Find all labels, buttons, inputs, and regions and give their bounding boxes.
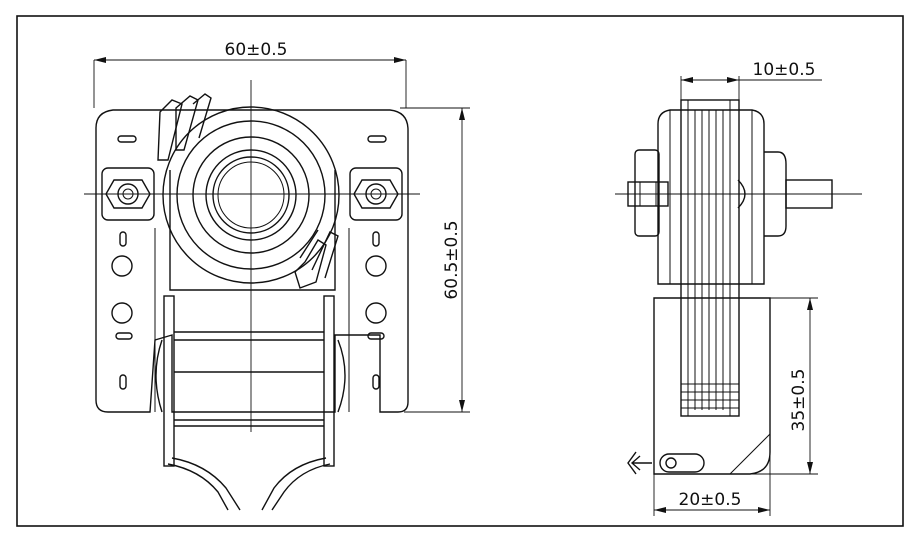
mount-hole	[111, 302, 133, 324]
side-nut	[627, 181, 669, 207]
shading-coil-top	[157, 93, 212, 161]
bobbin	[163, 295, 335, 467]
stator-ring-3	[192, 136, 310, 254]
lead-wire-left	[167, 463, 229, 511]
side-view: 10±0.5 35±0.5 20±0.5	[615, 60, 862, 516]
dim-side-thickness-label: 10±0.5	[753, 60, 816, 80]
side-flange-left	[634, 149, 660, 237]
front-mounting-plate	[95, 109, 409, 413]
mount-hole	[365, 302, 387, 324]
slot	[117, 135, 137, 143]
bracket-chamfer	[729, 433, 771, 475]
stator-outer-ring	[162, 106, 340, 284]
nut-left	[101, 167, 155, 221]
side-bracket	[653, 297, 771, 475]
slot	[119, 374, 127, 390]
front-view: 60±0.5 60.5±0.5	[84, 40, 470, 511]
slot	[367, 332, 385, 340]
bracket-slot	[659, 453, 705, 473]
dim-front-width-label: 60±0.5	[225, 40, 288, 60]
lead-wire-right	[271, 463, 331, 511]
slot	[367, 135, 387, 143]
dim-side-bracket-width: 20±0.5	[653, 440, 771, 516]
bearing-inner	[212, 156, 290, 234]
slot	[119, 231, 127, 247]
drawing-frame	[16, 15, 904, 527]
bracket-slot-hole	[665, 457, 677, 469]
dim-front-width: 60±0.5	[93, 40, 407, 108]
mount-hole	[111, 255, 133, 277]
dim-side-bracket-height-label: 35±0.5	[789, 369, 809, 432]
slot	[372, 374, 380, 390]
stator-core	[169, 170, 336, 291]
dim-side-thickness: 10±0.5	[680, 60, 822, 100]
side-bearing-curve	[737, 179, 746, 209]
bearing-ring	[205, 149, 297, 241]
lead-wire-right-2	[261, 457, 327, 511]
slot	[115, 332, 133, 340]
dim-front-height: 60.5±0.5	[400, 107, 470, 413]
dim-side-bracket-height: 35±0.5	[740, 297, 818, 475]
lead-wire-left-2	[171, 457, 241, 511]
side-stack	[657, 109, 765, 285]
dim-front-height-label: 60.5±0.5	[442, 220, 462, 299]
shaft	[785, 179, 833, 209]
stator-ring-2	[176, 120, 326, 270]
shading-coil-bottom	[294, 229, 339, 289]
mount-hole	[365, 255, 387, 277]
direction-mark-icon	[627, 451, 652, 475]
dim-side-bracket-width-label: 20±0.5	[679, 490, 742, 510]
coil-curve-right	[337, 339, 346, 413]
slot	[372, 231, 380, 247]
nut-right	[349, 167, 403, 221]
bore	[217, 161, 285, 229]
coil-curve-left	[155, 339, 163, 413]
lamination-stack	[680, 99, 740, 417]
